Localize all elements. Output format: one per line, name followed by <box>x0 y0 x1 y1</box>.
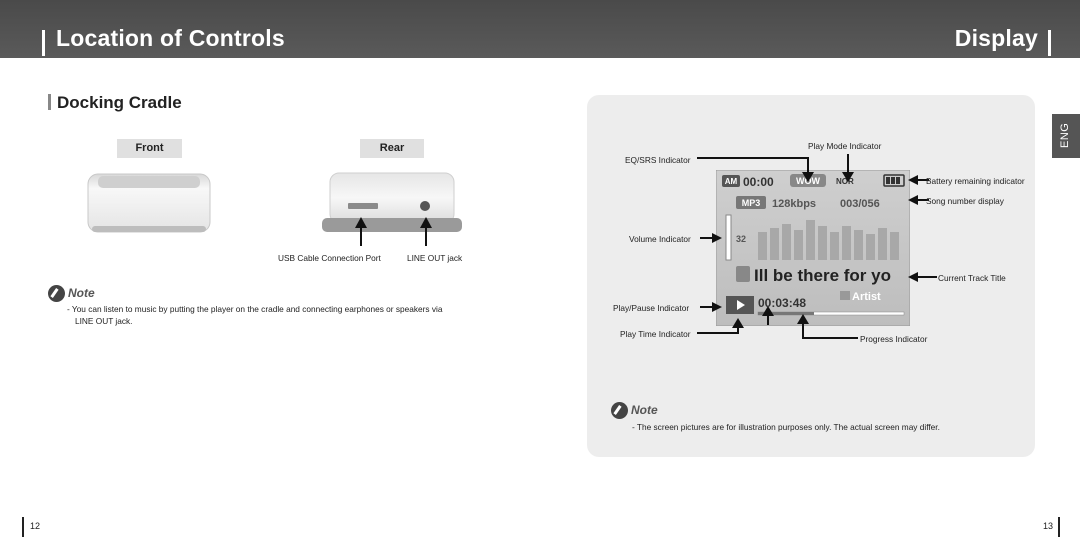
track-title-label: Current Track Title <box>938 273 1006 283</box>
song-number-label: Song number display <box>926 196 1004 206</box>
screen-mode: NOR <box>836 177 854 186</box>
player-screen: AM 00:00 WOW NOR MP3 128kbps 003/056 32 … <box>716 170 910 326</box>
note-text-line1: - You can listen to music by putting the… <box>67 304 443 314</box>
play-pause-label: Play/Pause Indicator <box>613 303 690 313</box>
language-tab: ENG <box>1052 114 1080 158</box>
screen-play-time: 00:03:48 <box>758 296 806 310</box>
usb-arrow-head <box>355 217 367 228</box>
screen-am: AM <box>725 177 738 186</box>
screen-clock: 00:00 <box>743 175 774 189</box>
header-left-bar <box>42 30 45 56</box>
left-page-title: Location of Controls <box>56 25 285 51</box>
note-icon <box>48 285 65 302</box>
cradle-rear-image <box>322 172 462 232</box>
lineout-label: LINE OUT jack <box>407 253 463 263</box>
rear-label: Rear <box>360 139 424 158</box>
note-title: Note <box>68 286 95 300</box>
lineout-jack <box>420 201 430 211</box>
lineout-arrow <box>425 226 427 246</box>
header-right-bar <box>1048 30 1051 56</box>
note-icon-right <box>611 402 628 419</box>
front-label: Front <box>117 139 182 158</box>
note-text-right: - The screen pictures are for illustrati… <box>632 422 940 432</box>
play-time-label: Play Time Indicator <box>620 329 691 339</box>
battery-label: Battery remaining indicator <box>926 176 1025 186</box>
note-title-right: Note <box>631 403 658 417</box>
lineout-arrow-head <box>420 217 432 228</box>
screen-song-title: Ill be there for yo <box>754 266 891 285</box>
screen-artist: Artist <box>852 291 881 303</box>
screen-progress-fill <box>758 312 814 315</box>
play-mode-label: Play Mode Indicator <box>808 141 882 151</box>
screen-format: MP3 <box>742 198 761 208</box>
page-bar-right <box>1058 517 1060 537</box>
screen-bitrate: 128kbps <box>772 198 816 210</box>
page-header: Location of Controls Display <box>0 0 1080 58</box>
screen-eq: WOW <box>796 176 820 186</box>
screen-volume: 32 <box>736 234 746 244</box>
volume-label: Volume Indicator <box>629 234 691 244</box>
page-number-left: 12 <box>30 521 41 531</box>
cradle-front-image <box>87 173 211 233</box>
note-text-line2: LINE OUT jack. <box>75 316 133 326</box>
right-page-title: Display <box>954 25 1038 51</box>
spectrum-bars <box>758 220 899 260</box>
usb-port-label: USB Cable Connection Port <box>278 253 381 263</box>
progress-label: Progress Indicator <box>860 334 928 344</box>
page-number-right: 13 <box>1043 521 1054 531</box>
page-bar-left <box>22 517 24 537</box>
section-title: Docking Cradle <box>48 93 182 113</box>
eq-srs-label: EQ/SRS Indicator <box>625 155 691 165</box>
screen-track: 003/056 <box>840 198 880 210</box>
usb-arrow <box>360 226 362 246</box>
usb-port <box>348 203 378 209</box>
